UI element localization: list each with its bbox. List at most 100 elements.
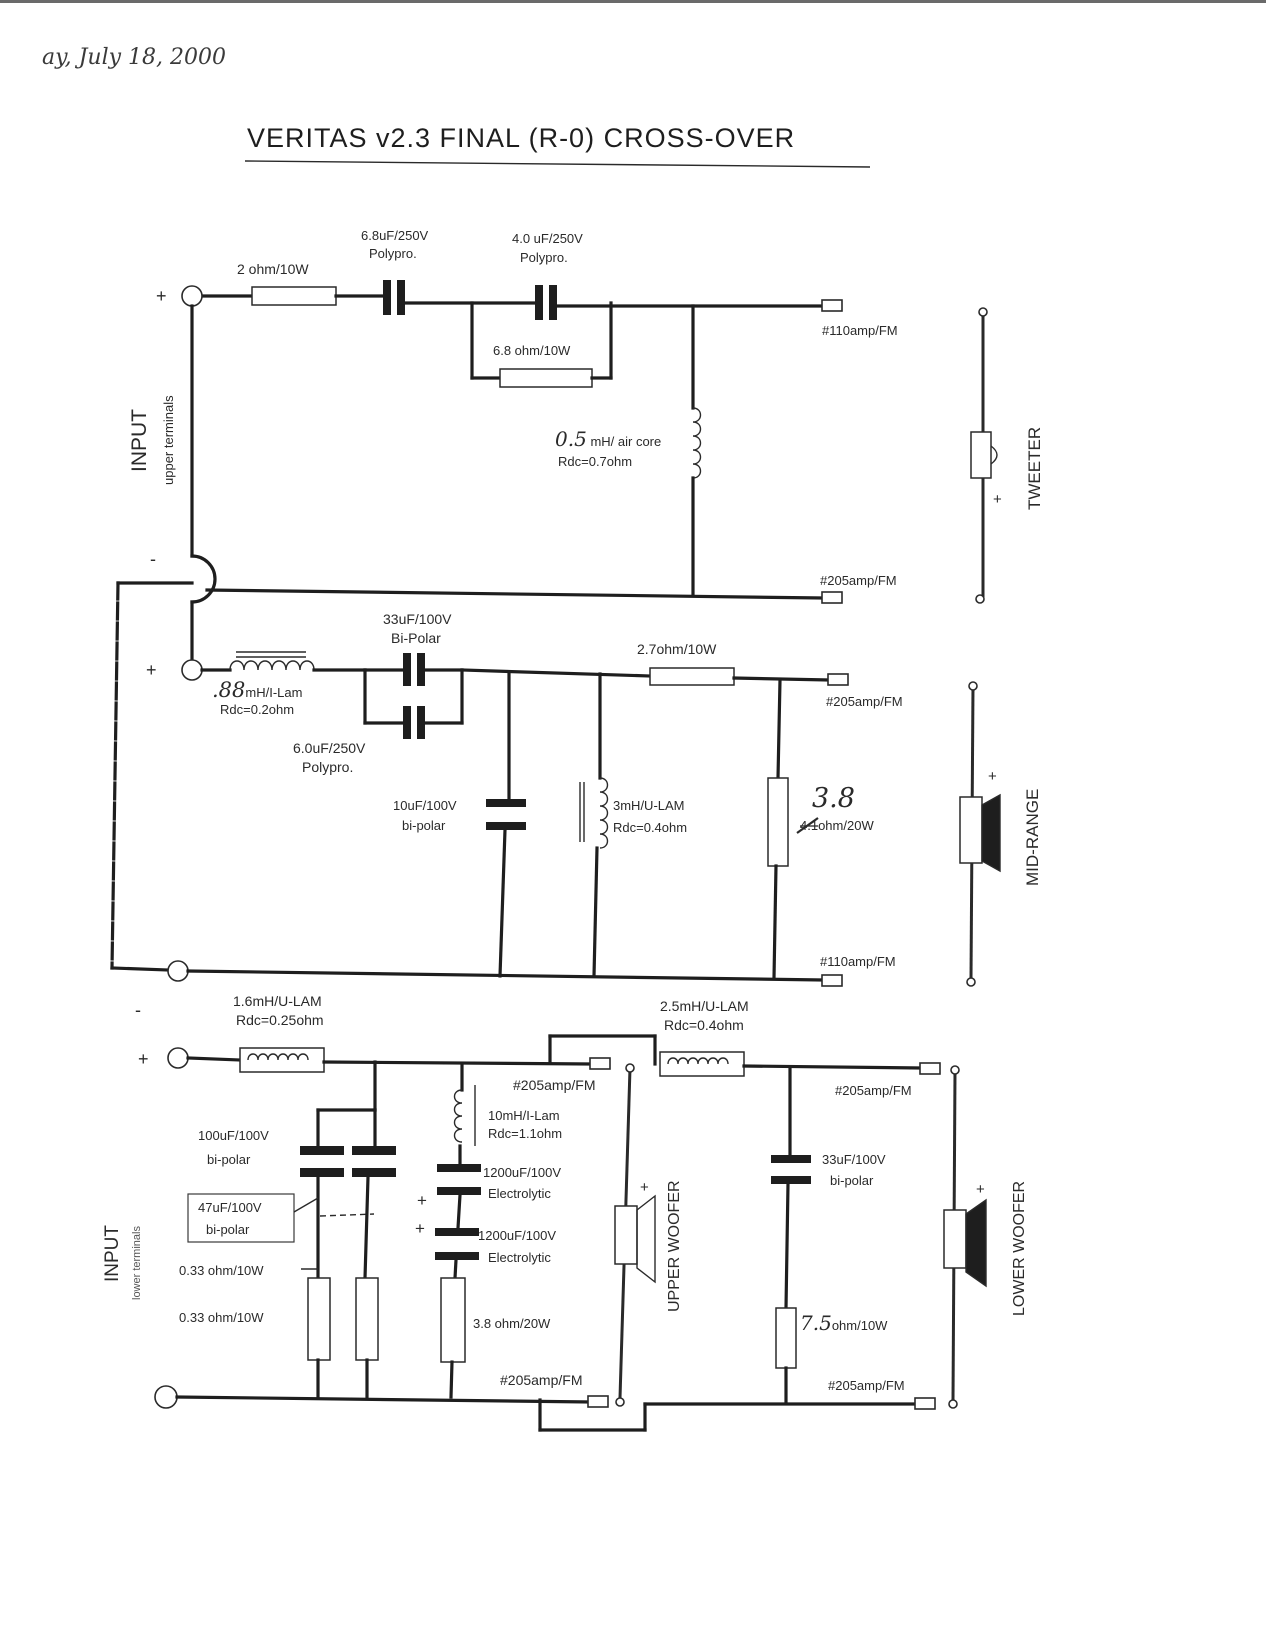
driver-terminal (950, 1065, 960, 1075)
inductor (599, 777, 609, 849)
resistor (440, 1277, 466, 1363)
component-label: Rdc=0.2ohm (220, 702, 294, 717)
input-terminal (167, 1047, 189, 1069)
capacitor-plate (486, 822, 526, 830)
plus-sign: + (417, 1191, 427, 1210)
component-label: Rdc=0.25ohm (236, 1012, 324, 1028)
capacitor-plate (437, 1164, 481, 1172)
component-label: .88mH/I-Lam (212, 678, 302, 702)
component-label: bi-polar (206, 1222, 250, 1237)
input-bus (110, 285, 217, 1409)
resistor (355, 1277, 379, 1361)
driver-terminal (615, 1397, 625, 1407)
plus-sign: + (993, 491, 1002, 508)
capacitor-plate (352, 1168, 396, 1177)
driver-terminal (968, 681, 978, 691)
component-label: 6.0uF/250V (293, 740, 366, 756)
inductor (247, 1053, 309, 1061)
component-label: 33uF/100V (822, 1152, 886, 1167)
inductor (229, 660, 315, 671)
input-terminal (181, 285, 203, 307)
component-label: 4.0 uF/250V (512, 231, 583, 246)
capacitor-plate (549, 285, 557, 320)
component-label: 6.8 ohm/10W (493, 343, 571, 358)
wire-label: #205amp/FM (835, 1083, 912, 1098)
resistor (767, 777, 789, 867)
title-underline (244, 160, 871, 168)
input-terminal (167, 960, 189, 982)
plus-sign: + (640, 1179, 649, 1196)
component-label: bi-polar (402, 818, 446, 833)
component-label: 4.1ohm/20W (800, 818, 874, 833)
component-label: Rdc=1.1ohm (488, 1126, 562, 1141)
input-upper-label: INPUT (128, 409, 151, 472)
capacitor-plate (397, 280, 405, 315)
wire-label: #205amp/FM (513, 1077, 595, 1093)
component-label: Rdc=0.4ohm (613, 820, 687, 835)
component-label: 1200uF/100V (478, 1228, 556, 1243)
inductor (667, 1057, 729, 1065)
plus-sign: + (976, 1181, 985, 1198)
plus-sign: + (415, 1219, 425, 1238)
capacitor-plate (771, 1176, 811, 1184)
page-title: VERITAS v2.3 FINAL (R-0) CROSS-OVER (247, 123, 795, 153)
component-label: bi-polar (830, 1173, 874, 1188)
component-label: Electrolytic (488, 1250, 551, 1265)
plus-sign: + (156, 286, 167, 306)
capacitor-plate (437, 1187, 481, 1195)
component-label: 100uF/100V (198, 1128, 269, 1143)
input-terminal (154, 1385, 178, 1409)
wire-label: #110amp/FM (822, 323, 898, 338)
wire-label: #205amp/FM (820, 573, 897, 588)
inductor-core (239, 1047, 325, 1073)
capacitor-plate (535, 285, 543, 320)
wire-label: #205amp/FM (828, 1378, 905, 1393)
component-label: 2.7ohm/10W (637, 641, 717, 657)
capacitor-plate (300, 1146, 344, 1155)
wire-terminal (589, 1057, 611, 1070)
driver-terminal (966, 977, 976, 987)
component-label: 33uF/100V (383, 611, 452, 627)
handwritten-value: 3.8 (812, 783, 855, 814)
midrange-section: .88mH/I-Lam Rdc=0.2ohm 33uF/100V Bi-Pola… (186, 611, 1042, 987)
input-lower-label: INPUT (102, 1225, 123, 1282)
lower-woofer-icon (943, 1209, 967, 1269)
input-upper-sublabel: upper terminals (161, 395, 176, 485)
capacitor-plate (403, 706, 411, 739)
component-label: 3mH/U-LAM (613, 798, 685, 813)
scan-edge (0, 0, 1266, 3)
component-label: Polypro. (520, 250, 568, 265)
plus-sign: + (146, 660, 157, 680)
wire-terminal (821, 974, 843, 987)
component-label: 1200uF/100V (483, 1165, 561, 1180)
driver-terminal (975, 594, 985, 604)
capacitor-plate (383, 280, 391, 315)
capacitor-plate (300, 1168, 344, 1177)
wire-terminal (827, 673, 849, 686)
component-label: 7.5ohm/10W (800, 1311, 888, 1335)
wire-label: #205amp/FM (500, 1372, 582, 1388)
wire-label: #110amp/FM (820, 954, 896, 969)
driver-terminal (978, 307, 988, 317)
minus-sign: - (135, 1000, 141, 1020)
wire-label: #205amp/FM (826, 694, 903, 709)
component-label: 47uF/100V (198, 1200, 262, 1215)
wire-terminal (914, 1397, 936, 1410)
component-label: 10mH/I-Lam (488, 1108, 560, 1123)
component-label: 1.6mH/U-LAM (233, 993, 322, 1009)
component-label: 0.33 ohm/10W (179, 1310, 264, 1325)
plus-sign: + (988, 768, 997, 785)
midrange-label: MID-RANGE (1023, 789, 1042, 886)
lower-woofer-label: LOWER WOOFER (1011, 1181, 1028, 1316)
capacitor-plate (417, 653, 425, 686)
capacitor-plate (486, 799, 526, 807)
resistor (649, 667, 735, 686)
tweeter-label: TWEETER (1025, 427, 1044, 510)
component-label: Electrolytic (488, 1186, 551, 1201)
component-label: 0.33 ohm/10W (179, 1263, 264, 1278)
input-lower-sublabel: lower terminals (131, 1226, 143, 1300)
component-label: Bi-Polar (391, 630, 441, 646)
capacitor-plate (352, 1146, 396, 1155)
wire-terminal (821, 299, 843, 312)
